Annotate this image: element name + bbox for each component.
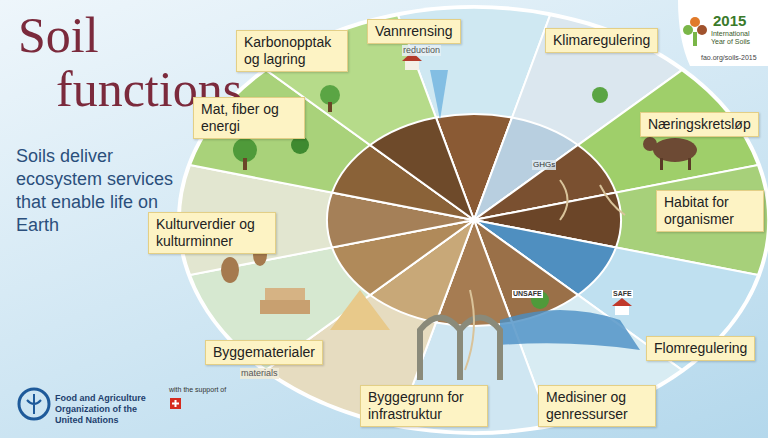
function-label: Vannrensing — [375, 23, 453, 40]
small-label: fao.org/soils-2015 — [700, 54, 758, 62]
function-label-box: Byggematerialer — [205, 340, 323, 365]
function-label: Kulturverdier og kulturminner — [156, 216, 268, 250]
small-label: 2015 — [712, 12, 747, 30]
function-label-box: Medisiner og genressurser — [538, 385, 656, 427]
function-label: Klimaregulering — [553, 32, 650, 49]
flood-scene — [500, 298, 640, 350]
function-label-box: Habitat for organismer — [656, 190, 764, 232]
function-label-box: Klimaregulering — [545, 28, 658, 53]
function-label-box: Mat, fiber og energi — [193, 97, 305, 139]
function-label: Byggegrunn for infrastruktur — [368, 389, 480, 423]
function-label: Byggematerialer — [213, 344, 315, 361]
function-label: Mat, fiber og energi — [201, 101, 297, 135]
cow — [643, 137, 697, 170]
materials-scene — [260, 288, 390, 330]
function-label: Habitat for organismer — [664, 194, 756, 228]
function-label-box: Karbonopptak og lagring — [236, 30, 348, 72]
house-water — [402, 52, 448, 120]
function-label: Flomregulering — [654, 340, 747, 357]
roots — [465, 180, 625, 370]
function-label: Karbonopptak og lagring — [244, 34, 340, 68]
small-label: International Year of Soils — [710, 30, 764, 46]
function-label-box: Kulturverdier og kulturminner — [148, 212, 276, 254]
small-label: reduction — [402, 45, 441, 56]
small-label: UNSAFE — [512, 290, 543, 298]
soil-wedge — [370, 118, 474, 220]
small-label: with the support of — [168, 386, 227, 394]
small-label: SAFE — [612, 290, 633, 298]
function-label-box: Flomregulering — [646, 336, 755, 361]
small-label: GHGs — [532, 160, 556, 170]
swiss-flag — [170, 398, 181, 409]
function-label: Medisiner og genressurser — [546, 389, 648, 423]
small-label: materials — [240, 368, 279, 379]
function-label-box: Vannrensing — [367, 19, 461, 44]
small-label: Food and Agriculture Organization of the… — [54, 393, 164, 426]
function-label-box: Byggegrunn for infrastruktur — [360, 385, 488, 427]
aqueduct — [420, 318, 500, 381]
function-label-box: Næringskretsløp — [640, 112, 759, 137]
fao-logo — [19, 389, 49, 419]
function-label: Næringskretsløp — [648, 116, 751, 133]
logo-panel — [678, 0, 768, 66]
